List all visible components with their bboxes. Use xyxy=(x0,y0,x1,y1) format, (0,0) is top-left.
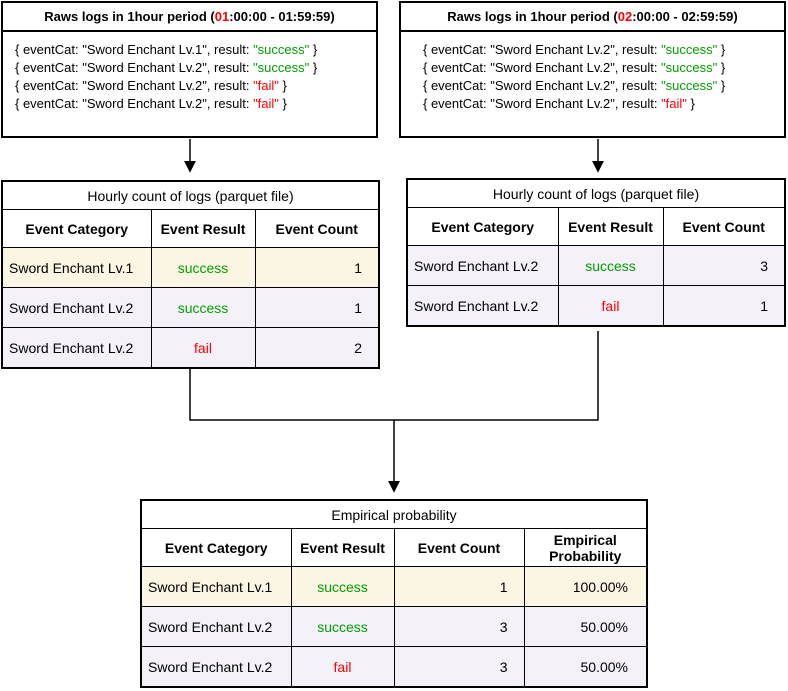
cell-event-result: success xyxy=(150,287,256,328)
cell-event-category: Sword Enchant Lv.2 xyxy=(406,245,559,286)
cell-event-category: Sword Enchant Lv.2 xyxy=(140,606,292,647)
cell-empirical-probability: 100.00% xyxy=(523,566,648,607)
header-event-category: Event Category xyxy=(406,207,559,246)
cell-event-category: Sword Enchant Lv.1 xyxy=(1,247,152,288)
log-result: "success" xyxy=(253,60,310,75)
header-empirical-probability: Empirical Probability xyxy=(523,528,648,567)
cell-event-count: 3 xyxy=(393,646,525,688)
table-title: Hourly count of logs (parquet file) xyxy=(1,180,380,210)
header-event-count: Event Count xyxy=(393,528,525,567)
cell-event-result: success xyxy=(557,245,664,286)
cell-event-count: 1 xyxy=(662,285,786,327)
raw-logs-title-hour1: Raws logs in 1hour period (01:00:00 - 01… xyxy=(3,3,376,32)
table-row: Sword Enchant Lv.2 success 3 xyxy=(406,245,786,286)
cell-event-category: Sword Enchant Lv.2 xyxy=(1,287,152,328)
cell-event-result: success xyxy=(290,566,395,607)
log-line: { eventCat: "Sword Enchant Lv.2", result… xyxy=(15,96,287,111)
cell-event-result: fail xyxy=(290,646,395,688)
hour-highlight: 02 xyxy=(617,9,633,24)
title-suffix: :00:00 - 01:59:59) xyxy=(229,9,335,24)
hour-highlight: 01 xyxy=(214,9,230,24)
raw-logs-body-hour1: { eventCat: "Sword Enchant Lv.1", result… xyxy=(3,32,376,113)
hourly-count-table-hour2: Hourly count of logs (parquet file) Even… xyxy=(406,178,786,327)
empirical-probability-table: Empirical probability Event Category Eve… xyxy=(140,499,648,688)
table-row: Sword Enchant Lv.2 fail 1 xyxy=(406,285,786,327)
raw-logs-box-hour1: Raws logs in 1hour period (01:00:00 - 01… xyxy=(1,1,378,138)
cell-event-category: Sword Enchant Lv.1 xyxy=(140,566,292,607)
header-event-result: Event Result xyxy=(150,209,256,248)
cell-event-category: Sword Enchant Lv.2 xyxy=(1,327,152,369)
table-row: Sword Enchant Lv.2 fail 2 xyxy=(1,327,380,369)
table-title: Hourly count of logs (parquet file) xyxy=(406,178,786,208)
header-event-category: Event Category xyxy=(1,209,152,248)
cell-event-category: Sword Enchant Lv.2 xyxy=(406,285,559,327)
log-result: "success" xyxy=(661,60,718,75)
cell-event-count: 1 xyxy=(254,247,380,288)
cell-event-result: fail xyxy=(150,327,256,369)
cell-event-count: 1 xyxy=(254,287,380,328)
raw-logs-title-hour2: Raws logs in 1hour period (02:00:00 - 02… xyxy=(401,3,784,32)
log-result: "fail" xyxy=(661,96,687,111)
table-row: Sword Enchant Lv.1 success 1 100.00% xyxy=(140,566,648,607)
header-event-count: Event Count xyxy=(254,209,380,248)
table-header-row: Event Category Event Result Event Count … xyxy=(140,528,648,567)
log-result: "fail" xyxy=(253,96,279,111)
cell-event-count: 1 xyxy=(393,566,525,607)
header-event-result: Event Result xyxy=(557,207,664,246)
log-line: { eventCat: "Sword Enchant Lv.1", result… xyxy=(15,42,318,57)
title-suffix: :00:00 - 02:59:59) xyxy=(632,9,738,24)
log-result: "fail" xyxy=(253,78,279,93)
cell-empirical-probability: 50.00% xyxy=(523,606,648,647)
log-line: { eventCat: "Sword Enchant Lv.2", result… xyxy=(423,78,726,93)
log-line: { eventCat: "Sword Enchant Lv.2", result… xyxy=(423,42,726,57)
table-row: Sword Enchant Lv.2 success 3 50.00% xyxy=(140,606,648,647)
log-line: { eventCat: "Sword Enchant Lv.2", result… xyxy=(15,78,287,93)
title-prefix: Raws logs in 1hour period ( xyxy=(44,9,215,24)
cell-event-result: fail xyxy=(557,285,664,327)
log-line: { eventCat: "Sword Enchant Lv.2", result… xyxy=(423,96,695,111)
log-result: "success" xyxy=(253,42,310,57)
table-row: Sword Enchant Lv.2 success 1 xyxy=(1,287,380,328)
header-event-count: Event Count xyxy=(662,207,786,246)
cell-event-result: success xyxy=(290,606,395,647)
hourly-count-table-hour1: Hourly count of logs (parquet file) Even… xyxy=(1,180,380,369)
table-title: Empirical probability xyxy=(140,499,648,529)
raw-logs-body-hour2: { eventCat: "Sword Enchant Lv.2", result… xyxy=(401,32,784,113)
log-line: { eventCat: "Sword Enchant Lv.2", result… xyxy=(423,60,726,75)
table-row: Sword Enchant Lv.1 success 1 xyxy=(1,247,380,288)
header-event-result: Event Result xyxy=(290,528,395,567)
title-prefix: Raws logs in 1hour period ( xyxy=(447,9,618,24)
table-header-row: Event Category Event Result Event Count xyxy=(406,207,786,246)
cell-event-count: 3 xyxy=(393,606,525,647)
log-result: "success" xyxy=(661,78,718,93)
raw-logs-box-hour2: Raws logs in 1hour period (02:00:00 - 02… xyxy=(399,1,786,138)
table-header-row: Event Category Event Result Event Count xyxy=(1,209,380,248)
log-result: "success" xyxy=(661,42,718,57)
cell-event-count: 2 xyxy=(254,327,380,369)
table-row: Sword Enchant Lv.2 fail 3 50.00% xyxy=(140,646,648,688)
log-line: { eventCat: "Sword Enchant Lv.2", result… xyxy=(15,60,318,75)
cell-event-result: success xyxy=(150,247,256,288)
cell-event-category: Sword Enchant Lv.2 xyxy=(140,646,292,688)
cell-empirical-probability: 50.00% xyxy=(523,646,648,688)
header-event-category: Event Category xyxy=(140,528,292,567)
cell-event-count: 3 xyxy=(662,245,786,286)
